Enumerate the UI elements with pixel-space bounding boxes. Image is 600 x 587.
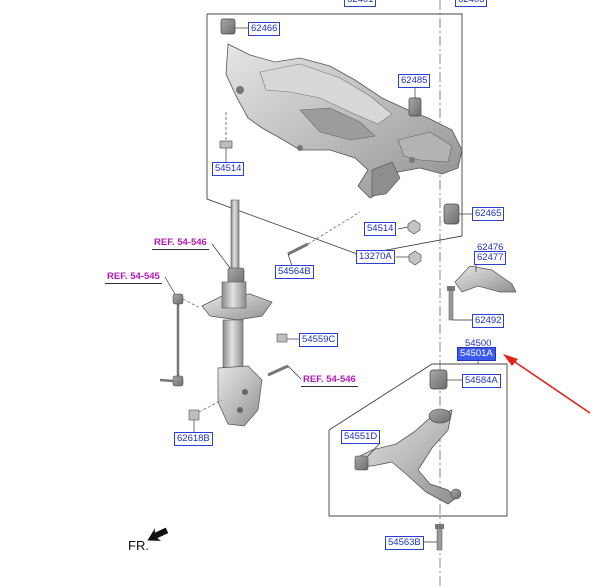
subframe-group-box [206, 13, 463, 256]
selection-pointer-arrow [503, 354, 591, 414]
ref-label-54-546-top[interactable]: REF. 54-546 [152, 237, 209, 250]
label-54564B[interactable]: 54564B [275, 265, 314, 279]
label-54563B[interactable]: 54563B [385, 536, 424, 550]
leader-lines [164, 27, 479, 543]
stabilizer-link [159, 293, 201, 387]
ref-label-54-545[interactable]: REF. 54-545 [105, 271, 162, 284]
lower-arm-group-box [328, 363, 508, 517]
label-62618B[interactable]: 62618B [174, 432, 213, 446]
label-62466[interactable]: 62466 [248, 22, 281, 36]
front-direction-arrow-icon [147, 527, 169, 541]
nut-62618B [188, 399, 223, 421]
front-direction-label: FR. [128, 538, 149, 553]
ref-label-54-546-mid[interactable]: REF. 54-546 [301, 374, 358, 387]
label-62485[interactable]: 62485 [398, 74, 431, 88]
label-54500[interactable]: 54500 [465, 338, 492, 349]
label-54584A[interactable]: 54584A [462, 374, 501, 388]
label-54551D[interactable]: 54551D [341, 430, 381, 444]
bolt-ref-54-546 [267, 364, 289, 377]
label-62492[interactable]: 62492 [472, 314, 505, 328]
label-54514-lower[interactable]: 54514 [364, 222, 397, 236]
bracket-62476 [454, 265, 517, 293]
bushing-62466 [220, 18, 236, 35]
bolt-54564B [287, 211, 361, 256]
lower-control-arm [354, 408, 462, 505]
bushing-54584A [429, 369, 448, 390]
label-54501A-selected[interactable]: 54501A [457, 347, 496, 361]
label-62465[interactable]: 62465 [472, 207, 505, 221]
bolt-54514-upper [219, 112, 233, 149]
label-62403[interactable]: 62403 [455, 0, 488, 7]
bushing-62465 [443, 203, 460, 225]
bolt-62492 [447, 286, 455, 321]
bushing-62485 [408, 97, 422, 117]
label-62401[interactable]: 62401 [344, 0, 377, 7]
label-54559C[interactable]: 54559C [299, 333, 339, 347]
bolt-54559C [276, 333, 288, 343]
strut-assembly [201, 199, 273, 427]
label-62477[interactable]: 62477 [474, 251, 507, 265]
label-13270A[interactable]: 13270A [356, 250, 395, 264]
label-62476[interactable]: 62476 [477, 242, 504, 253]
label-54514-upper[interactable]: 54514 [212, 162, 245, 176]
nut-13270A [408, 250, 422, 266]
subframe-crossmember [225, 43, 463, 199]
nut-54514-lower [407, 219, 421, 235]
bolt-54563B [435, 524, 444, 551]
